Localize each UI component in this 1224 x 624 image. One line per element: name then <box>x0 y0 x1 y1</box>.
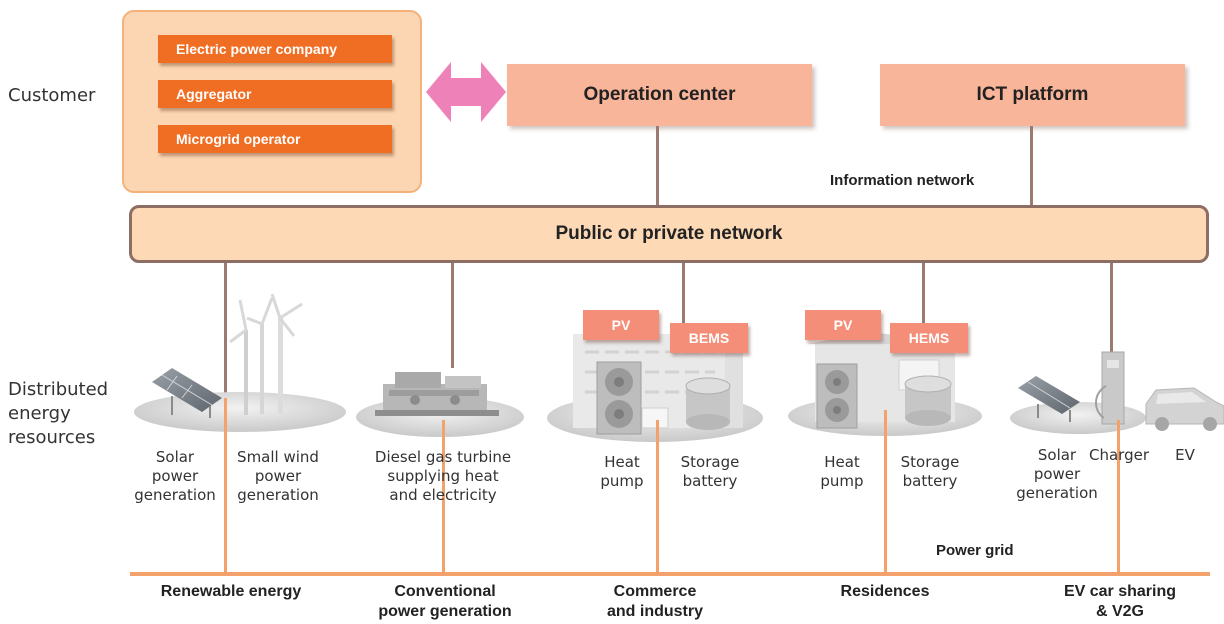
solar-panel-icon <box>1018 376 1080 422</box>
diesel-label: Diesel gas turbine supplying heat and el… <box>368 448 518 505</box>
diesel-label-line2: supplying heat <box>387 467 499 485</box>
commerce-grid-link <box>656 420 659 574</box>
solar-label-line3: generation <box>1016 484 1098 502</box>
org-electric-power-company[interactable]: Electric power company <box>158 35 392 63</box>
category-conventional-line2: power generation <box>378 603 512 620</box>
renewable-network-link <box>224 263 227 398</box>
operation-center-box: Operation center <box>507 64 812 126</box>
category-ev-line2: & V2G <box>1095 603 1144 620</box>
der-label-line1: Distributed <box>8 379 109 400</box>
wind-label-line3: generation <box>237 486 319 504</box>
ict-platform-box: ICT platform <box>880 64 1185 126</box>
charger-label: Charger <box>1089 446 1149 464</box>
heat-pump-label-commerce: Heat pump <box>594 453 650 491</box>
ev-label: EV <box>1175 446 1195 464</box>
public-private-network: Public or private network <box>129 205 1209 263</box>
wind-label-line2: power <box>254 467 302 485</box>
org-microgrid-operator[interactable]: Microgrid operator <box>158 125 392 153</box>
heat-pump-label-line1: Heat <box>604 453 640 471</box>
category-ev: EV car sharing & V2G <box>1040 582 1200 622</box>
conventional-grid-link <box>442 420 445 574</box>
ict-platform-link <box>1030 126 1033 206</box>
operation-center-link <box>656 126 659 206</box>
storage-label-line2: battery <box>902 472 958 490</box>
wind-turbine-icon <box>229 293 303 415</box>
storage-label-line2: battery <box>682 472 738 490</box>
der-label-line2: energy <box>8 403 71 424</box>
charger-network-link <box>1110 263 1113 363</box>
bems-tag: BEMS <box>670 323 748 353</box>
generator-icon <box>375 372 499 416</box>
heat-pump-icon <box>596 361 642 435</box>
solar-label-renewable: Solar power generation <box>130 448 220 505</box>
wind-label-line1: Small wind <box>237 448 319 466</box>
solar-label-line1: Solar <box>1037 446 1077 464</box>
storage-label-residence: Storage battery <box>892 453 968 491</box>
charger-icon <box>1095 351 1125 425</box>
category-conventional: Conventional power generation <box>355 582 535 622</box>
customer-label: Customer <box>8 85 96 106</box>
pv-tag-commerce: PV <box>583 310 659 340</box>
heat-pump-label-residence: Heat pump <box>814 453 870 491</box>
power-grid-line <box>130 572 1210 576</box>
category-commerce-line2: and industry <box>606 603 703 620</box>
storage-label-line1: Storage <box>900 453 960 471</box>
der-label-line3: resources <box>8 427 96 448</box>
solar-label-line3: generation <box>134 486 216 504</box>
solar-label-line2: power <box>151 467 199 485</box>
solar-label-line2: power <box>1033 465 1081 483</box>
diesel-label-line3: and electricity <box>389 486 497 504</box>
wind-label: Small wind power generation <box>228 448 328 505</box>
der-label: Distributed energy resources <box>8 378 108 450</box>
ev-illustration <box>1010 351 1224 434</box>
heat-pump-label-line1: Heat <box>824 453 860 471</box>
category-commerce: Commerce and industry <box>585 582 725 622</box>
storage-battery-icon <box>685 377 731 430</box>
renewable-grid-link <box>224 398 227 574</box>
ev-grid-link <box>1117 420 1120 574</box>
category-residences-line1: Residences <box>840 583 930 600</box>
solar-label-line1: Solar <box>155 448 195 466</box>
heat-pump-label-line2: pump <box>600 472 644 490</box>
ev-car-icon <box>1145 387 1224 431</box>
diesel-label-line1: Diesel gas turbine <box>374 448 512 466</box>
renewable-illustration <box>134 293 346 432</box>
double-arrow-icon <box>426 62 506 122</box>
hems-tag: HEMS <box>890 323 968 353</box>
power-grid-label: Power grid <box>936 542 1014 559</box>
storage-battery-icon <box>904 375 952 426</box>
category-residences: Residences <box>820 582 950 602</box>
storage-label-line1: Storage <box>680 453 740 471</box>
pv-tag-residence: PV <box>805 310 881 340</box>
diesel-generator-illustration <box>356 372 524 437</box>
information-network-label: Information network <box>830 172 975 189</box>
category-ev-line1: EV car sharing <box>1063 583 1177 600</box>
heat-pump-icon <box>816 363 858 429</box>
commerce-illustration <box>547 334 763 442</box>
category-renewable-line1: Renewable energy <box>160 583 302 600</box>
solar-panel-icon <box>152 368 222 418</box>
bems-network-link <box>682 263 685 323</box>
org-aggregator[interactable]: Aggregator <box>158 80 392 108</box>
solar-label-ev: Solar power generation <box>1012 446 1102 503</box>
heat-pump-label-line2: pump <box>820 472 864 490</box>
category-conventional-line1: Conventional <box>394 583 496 600</box>
storage-label-commerce: Storage battery <box>672 453 748 491</box>
category-commerce-line1: Commerce <box>613 583 697 600</box>
conventional-network-link <box>451 263 454 368</box>
hems-network-link <box>922 263 925 323</box>
residence-grid-link <box>884 410 887 574</box>
category-renewable: Renewable energy <box>136 582 326 602</box>
